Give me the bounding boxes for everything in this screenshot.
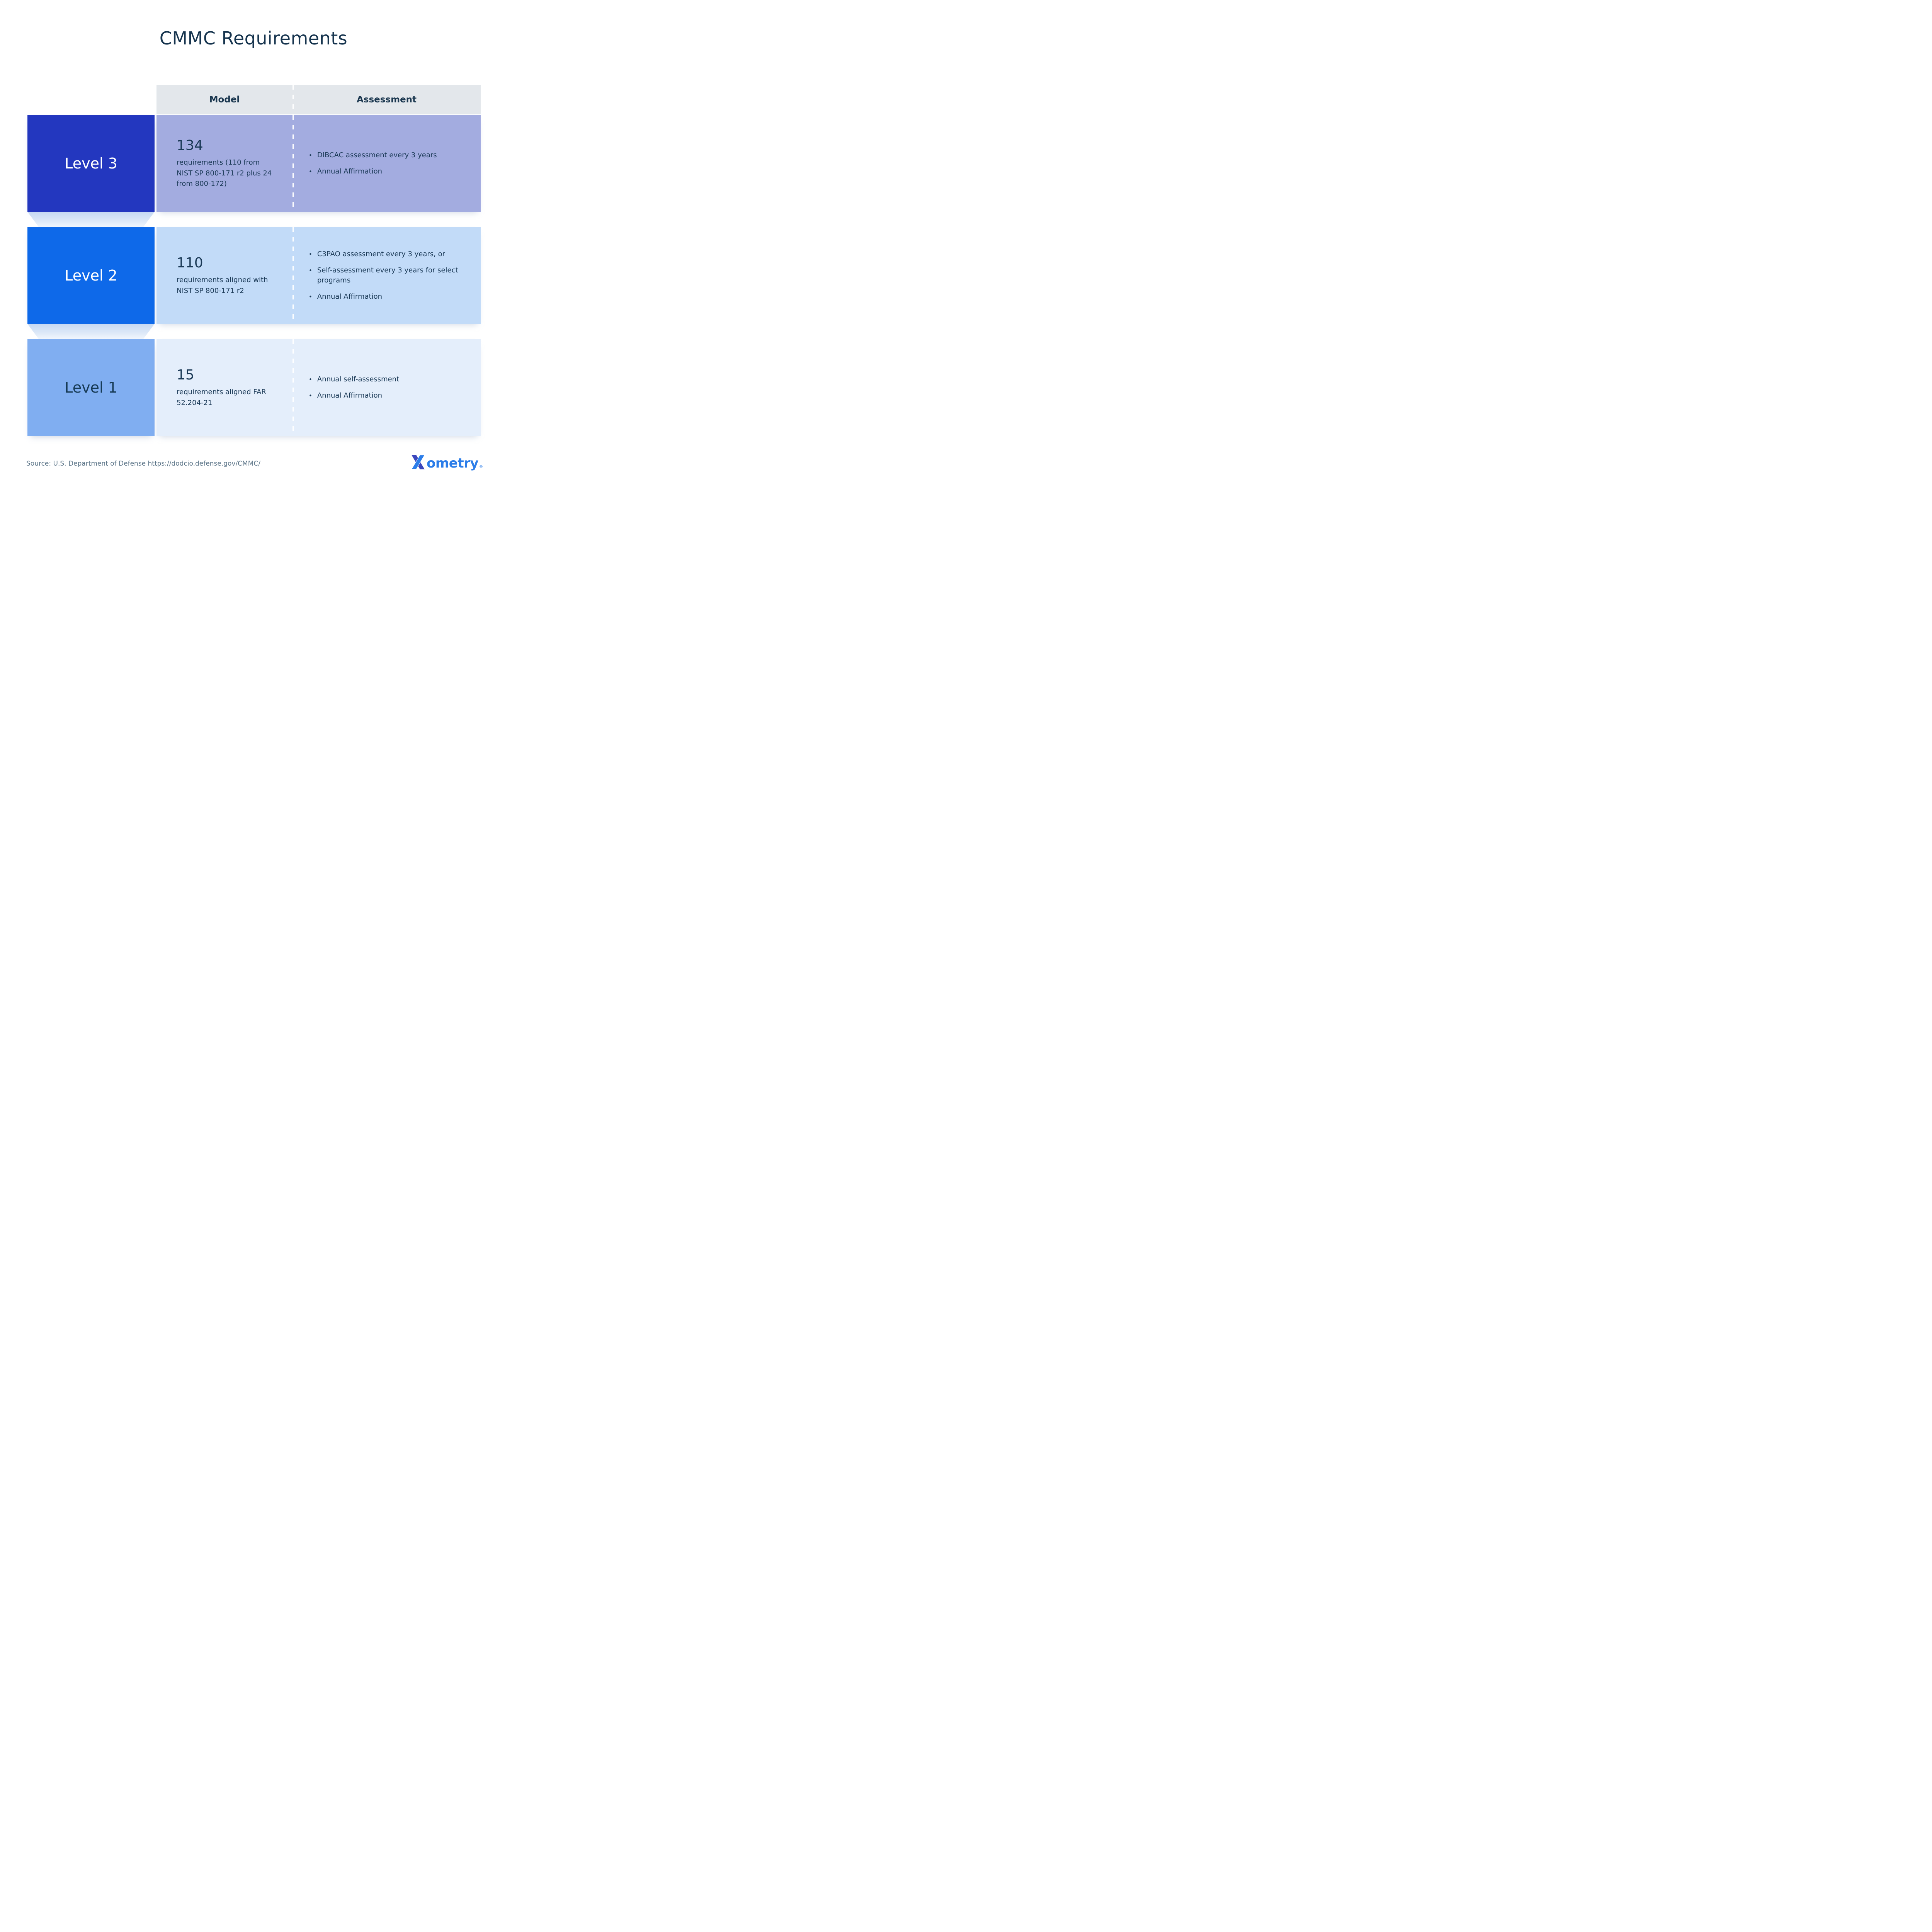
list-item: • Annual Affirmation (309, 292, 471, 302)
bullet-icon: • (309, 392, 312, 399)
model-description: requirements aligned with NIST SP 800-17… (177, 276, 268, 295)
model-number: 15 (177, 367, 194, 383)
assessment-bullet-text: C3PAO assessment every 3 years, or (317, 250, 446, 258)
table-row-level1: 15 requirements aligned FAR 52.204-21 • … (156, 339, 481, 436)
assessment-bullet-text: Annual Affirmation (317, 167, 382, 175)
column-divider-line (293, 339, 294, 436)
bullet-icon: • (309, 168, 312, 175)
funnel-connector (27, 212, 155, 227)
assessment-bullet-text: Annual Affirmation (317, 293, 382, 301)
bullet-icon: • (309, 267, 312, 274)
source-note: Source: U.S. Department of Defense https… (26, 460, 260, 468)
level3-model-cell: 134 requirements (110 from NIST SP 800-1… (156, 115, 293, 212)
column-divider-line (293, 85, 294, 114)
funnel-connector (27, 324, 155, 339)
assessment-bullet-text: Annual Affirmation (317, 391, 382, 400)
logo-text: ometry (426, 456, 479, 471)
list-item: • Annual self-assessment (309, 374, 471, 384)
list-item: • Self-assessment every 3 years for sele… (309, 265, 471, 286)
assessment-bullet-text: Annual self-assessment (317, 375, 400, 383)
bullet-icon: • (309, 376, 312, 383)
level2-assessment-cell: • C3PAO assessment every 3 years, or • S… (293, 227, 481, 324)
assessment-bullet-text: Self-assessment every 3 years for select… (317, 266, 458, 284)
logo-x-icon (411, 455, 425, 469)
table-header: Model Assessment (156, 85, 481, 114)
model-number: 110 (177, 255, 203, 271)
infographic-canvas: CMMC Requirements Model Assessment Level… (0, 0, 507, 489)
level3-label: Level 3 (65, 155, 117, 172)
header-model: Model (209, 95, 240, 105)
bullet-icon: • (309, 151, 312, 159)
level2-box: Level 2 (27, 227, 155, 324)
level1-model-cell: 15 requirements aligned FAR 52.204-21 (156, 339, 293, 436)
registered-mark: ® (479, 465, 483, 469)
level2-model-cell: 110 requirements aligned with NIST SP 80… (156, 227, 293, 324)
list-item: • Annual Affirmation (309, 391, 471, 401)
level3-box: Level 3 (27, 115, 155, 212)
model-number: 134 (177, 137, 203, 153)
model-description: requirements (110 from NIST SP 800-171 r… (177, 158, 272, 188)
table-row-level3: 134 requirements (110 from NIST SP 800-1… (156, 115, 481, 212)
level1-assessment-cell: • Annual self-assessment • Annual Affirm… (293, 339, 481, 436)
list-item: • C3PAO assessment every 3 years, or (309, 249, 471, 259)
bullet-icon: • (309, 250, 312, 258)
list-item: • DIBCAC assessment every 3 years (309, 150, 471, 160)
level3-assessment-cell: • DIBCAC assessment every 3 years • Annu… (293, 115, 481, 212)
level1-label: Level 1 (65, 379, 117, 396)
level2-label: Level 2 (65, 267, 117, 284)
list-item: • Annual Affirmation (309, 167, 471, 177)
level1-box: Level 1 (27, 339, 155, 436)
model-description: requirements aligned FAR 52.204-21 (177, 388, 266, 407)
column-divider-line (293, 115, 294, 212)
assessment-bullet-text: DIBCAC assessment every 3 years (317, 151, 437, 159)
xometry-logo: ometry ® (410, 454, 483, 470)
column-divider-line (293, 227, 294, 324)
table-row-level2: 110 requirements aligned with NIST SP 80… (156, 227, 481, 324)
page-title: CMMC Requirements (159, 28, 348, 49)
bullet-icon: • (309, 293, 312, 301)
header-assessment: Assessment (356, 95, 417, 105)
